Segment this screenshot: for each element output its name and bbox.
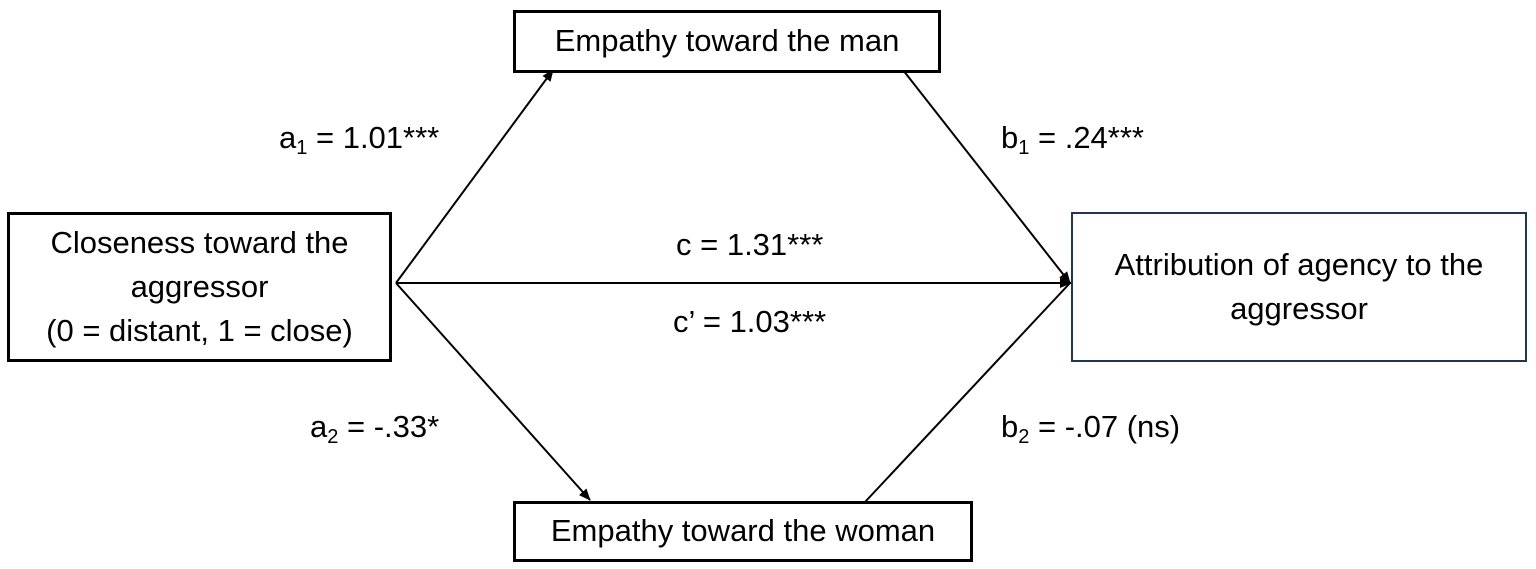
path-b1-label: b1 = .24***	[1001, 120, 1144, 159]
path-b2-label: b2 = -.07 (ns)	[1001, 409, 1181, 448]
mediator-woman-box: Empathy toward the woman	[513, 501, 973, 562]
path-c-total-label: c = 1.31***	[676, 227, 824, 262]
predictor-box: Closeness toward the aggressor (0 = dist…	[7, 212, 392, 362]
predictor-label-line3: (0 = distant, 1 = close)	[46, 313, 353, 348]
arrow-b1	[902, 69, 1071, 284]
mediator-man-box: Empathy toward the man	[513, 10, 941, 73]
mediator-woman-label: Empathy toward the woman	[550, 513, 936, 549]
arrow-a1	[395, 69, 554, 284]
outcome-label-line1: Attribution of agency to the	[1114, 246, 1484, 282]
predictor-label-line2: aggressor	[130, 268, 269, 304]
path-a1-label: a1 = 1.01***	[279, 120, 440, 159]
mediator-man-label: Empathy toward the man	[554, 23, 900, 59]
path-a2-label: a2 = -.33*	[310, 409, 440, 448]
arrow-a2	[395, 282, 591, 501]
arrow-b2	[864, 282, 1071, 503]
path-c-direct-label: c’ = 1.03***	[673, 304, 827, 339]
predictor-label-line1: Closeness toward the	[50, 224, 349, 260]
outcome-box: Attribution of agency to the aggressor	[1071, 212, 1527, 362]
outcome-label-line2: aggressor	[1230, 291, 1368, 326]
